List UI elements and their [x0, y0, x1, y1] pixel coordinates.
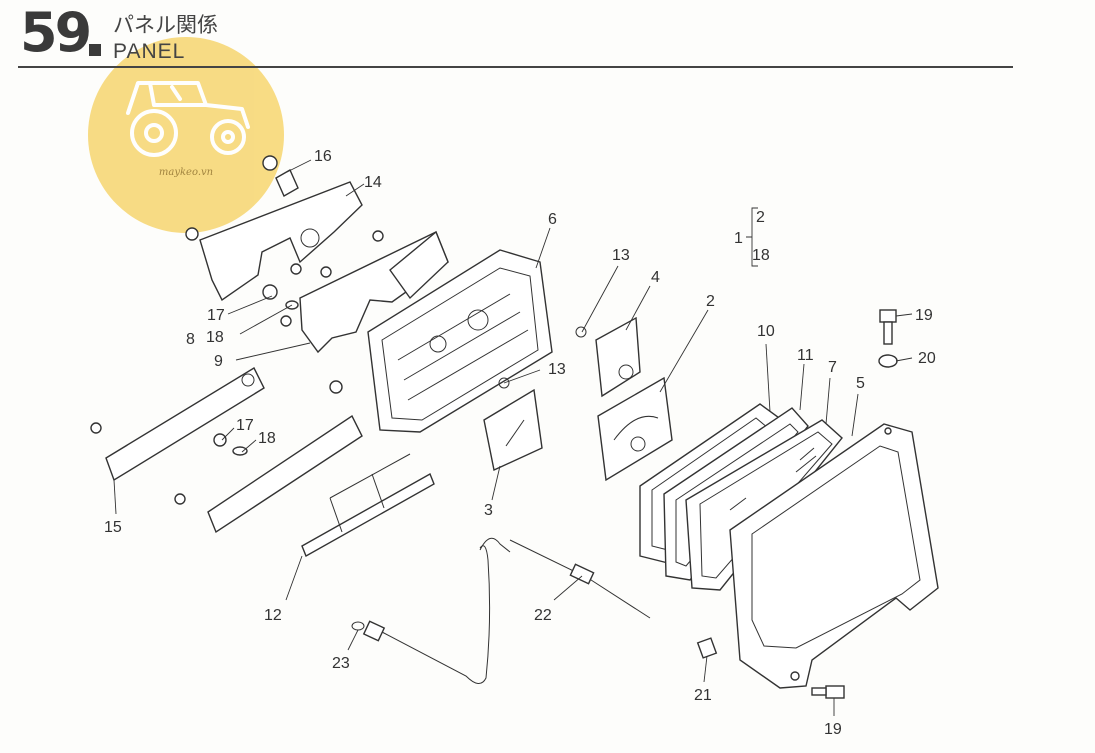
- callout-14: 14: [364, 174, 382, 191]
- screw: [329, 380, 343, 394]
- part-16-clip: [275, 169, 299, 197]
- screw: [185, 227, 199, 241]
- part-19-bolt-shank: [811, 687, 827, 696]
- watermark-text: maykeo.vn: [158, 167, 214, 178]
- part-5-bezel: [729, 423, 939, 689]
- callout-10: 10: [757, 323, 775, 340]
- part-3-gauge: [483, 388, 543, 472]
- callout-3: 3: [484, 502, 493, 519]
- screw: [280, 315, 292, 327]
- part-18-bulb: [232, 446, 248, 456]
- part-23-fitting: [362, 620, 386, 642]
- part-17-bulb-socket: [262, 284, 278, 300]
- part-2-tachometer: [597, 376, 673, 482]
- part-23-ring: [351, 621, 365, 631]
- gauge-needle: [505, 419, 525, 447]
- callout-17b: 17: [236, 417, 254, 434]
- part-13-ring: [498, 377, 510, 389]
- callout-8: 8: [186, 331, 195, 348]
- housing-socket: [467, 309, 489, 331]
- callout-15: 15: [104, 519, 122, 536]
- callout-18b: 18: [258, 430, 276, 447]
- callout-18: 18: [206, 329, 224, 346]
- section-title-english: PANEL: [113, 40, 186, 63]
- callout-labels: 16 14 6 13 4 2 17 18 8 9 13 10 11 7 5 19…: [104, 148, 936, 738]
- section-number-dot: [89, 44, 101, 56]
- cable-loop: [479, 537, 511, 553]
- callout-21: 21: [694, 687, 712, 704]
- callout-16: 16: [314, 148, 332, 165]
- group-bracket-line: [746, 207, 758, 267]
- callout-23: 23: [332, 655, 350, 672]
- part-17-bulb-socket: [213, 433, 227, 447]
- section-number: 59: [20, 1, 92, 64]
- bar-hole: [241, 373, 255, 387]
- callout-19b: 19: [824, 721, 842, 738]
- callout-13: 13: [612, 247, 630, 264]
- part-9-circuit-board-upper: [389, 230, 449, 300]
- callout-11: 11: [797, 347, 814, 364]
- tachometer-scale: [613, 415, 659, 441]
- part-14-plate: [199, 181, 363, 302]
- callout-13b: 13: [548, 361, 566, 378]
- bracket-child-label: 2: [756, 209, 765, 226]
- tractor-icon: [126, 81, 250, 157]
- bezel-screw-hole: [790, 671, 800, 681]
- part-19-bolt-shank: [883, 321, 893, 345]
- section-title-japanese: パネル関係: [113, 13, 218, 37]
- screw: [372, 230, 384, 242]
- screw: [290, 263, 302, 275]
- strip-guide: [329, 453, 411, 533]
- part-20-washer: [878, 354, 898, 368]
- gauge-dial: [618, 364, 634, 380]
- watermark-logo: maykeo.vn: [88, 37, 284, 233]
- screw: [174, 493, 186, 505]
- callout-4: 4: [651, 269, 660, 286]
- part-6-housing: [367, 249, 553, 433]
- callout-5: 5: [856, 375, 865, 392]
- bracket-child-label: 18: [752, 247, 770, 264]
- screw: [90, 422, 102, 434]
- part-15-bar: [105, 367, 265, 482]
- bezel-window: [751, 445, 921, 649]
- callout-22: 22: [534, 607, 552, 624]
- header-rule: [18, 66, 1013, 68]
- leader-lines: [113, 159, 913, 716]
- housing-inner: [381, 267, 539, 421]
- part-12-strip: [301, 472, 435, 558]
- housing-ribs: [397, 293, 529, 401]
- part-4-gauge: [595, 316, 641, 398]
- part-19-bolt-head: [879, 309, 897, 323]
- bezel-screw-hole: [884, 427, 892, 435]
- lower-circuit-board: [207, 414, 363, 534]
- screw: [320, 266, 332, 278]
- callout-6: 6: [548, 211, 557, 228]
- part-13-ring: [575, 326, 587, 338]
- plate-hole: [300, 228, 320, 248]
- screw: [262, 155, 278, 171]
- glass-glare: [729, 447, 817, 511]
- tachometer-knob: [630, 436, 646, 452]
- housing-socket: [429, 335, 447, 353]
- callout-17: 17: [207, 307, 225, 324]
- bracket-parent-label: 1: [734, 230, 743, 247]
- callout-20: 20: [918, 350, 936, 367]
- part-21-nut: [696, 637, 718, 659]
- callout-19: 19: [915, 307, 933, 324]
- callout-9: 9: [214, 353, 223, 370]
- callout-7: 7: [828, 359, 837, 376]
- callout-2: 2: [706, 293, 715, 310]
- part-19-bolt-head: [825, 685, 845, 699]
- callout-12: 12: [264, 607, 282, 624]
- part-22-fitting: [569, 563, 595, 585]
- part-23-shaft: [381, 545, 491, 684]
